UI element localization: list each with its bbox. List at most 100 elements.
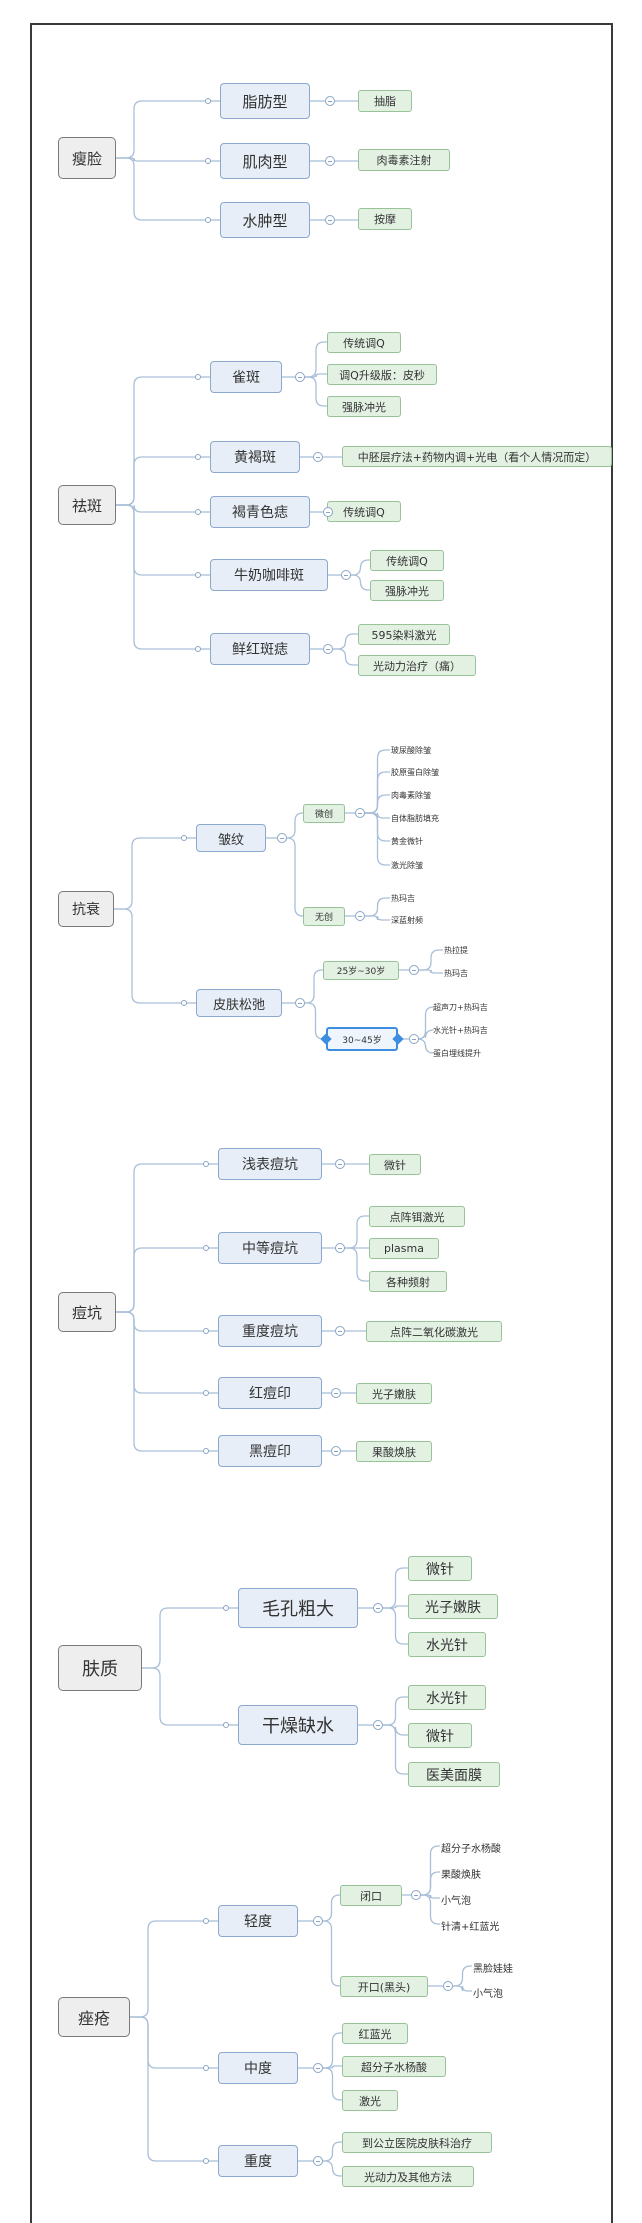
leaf-collagen-wrinkle[interactable]: 胶原蛋白除皱 bbox=[391, 768, 439, 777]
leaf-gold-microneedle[interactable]: 黄金微针 bbox=[391, 837, 423, 846]
branch-node-cafe-au-lait[interactable]: 牛奶咖啡斑 bbox=[210, 559, 328, 591]
collapse-toggle[interactable] bbox=[277, 833, 287, 843]
leaf-ipl-2[interactable]: 强脉冲光 bbox=[370, 580, 444, 601]
branch-node-mild[interactable]: 轻度 bbox=[218, 1905, 298, 1937]
branch-node-dark-marks[interactable]: 黑痘印 bbox=[218, 1435, 322, 1467]
branch-node-medium-scars[interactable]: 中等痘坑 bbox=[218, 1232, 322, 1264]
leaf-pdt-other[interactable]: 光动力及其他方法 bbox=[342, 2166, 474, 2187]
leaf-rf-various[interactable]: 各种频射 bbox=[369, 1271, 447, 1292]
leaf-thermage-2[interactable]: 热玛吉 bbox=[444, 969, 468, 978]
leaf-hydro-injection-2[interactable]: 水光针 bbox=[408, 1685, 486, 1710]
branch-node-dry-skin[interactable]: 干燥缺水 bbox=[238, 1705, 358, 1745]
branch-node-chloasma[interactable]: 黄褐斑 bbox=[210, 441, 300, 473]
leaf-plasma[interactable]: plasma bbox=[369, 1238, 439, 1259]
group-age-25-30[interactable]: 25岁~30岁 bbox=[323, 961, 399, 980]
leaf-picosecond[interactable]: 调Q升级版：皮秒 bbox=[327, 364, 437, 385]
collapse-toggle[interactable] bbox=[325, 96, 335, 106]
leaf-public-hospital[interactable]: 到公立医院皮肤科治疗 bbox=[342, 2132, 492, 2153]
collapse-toggle[interactable] bbox=[409, 1034, 419, 1044]
branch-node-freckles[interactable]: 雀斑 bbox=[210, 361, 282, 393]
group-minimally-invasive[interactable]: 微创 bbox=[303, 804, 345, 823]
leaf-photorejuvenation[interactable]: 光子嫩肤 bbox=[356, 1383, 432, 1404]
collapse-toggle[interactable] bbox=[313, 2063, 323, 2073]
leaf-salicylic-acid-2[interactable]: 超分子水杨酸 bbox=[342, 2056, 446, 2077]
collapse-toggle[interactable] bbox=[331, 1388, 341, 1398]
branch-node-shallow-scars[interactable]: 浅表痘坑 bbox=[218, 1148, 322, 1180]
leaf-hifu-thermage[interactable]: 超声刀+热玛吉 bbox=[433, 1003, 488, 1012]
root-node-skin-quality[interactable]: 肤质 bbox=[58, 1645, 142, 1691]
leaf-traditional-q-switch[interactable]: 传统调Q bbox=[327, 332, 401, 353]
leaf-fruit-acid-peel[interactable]: 果酸焕肤 bbox=[441, 1870, 481, 1881]
collapse-toggle[interactable] bbox=[325, 215, 335, 225]
group-closed-comedo[interactable]: 闭口 bbox=[340, 1885, 402, 1906]
group-open-comedo[interactable]: 开口(黑头) bbox=[340, 1976, 428, 1997]
leaf-ipl[interactable]: 强脉冲光 bbox=[327, 396, 401, 417]
root-node-acne[interactable]: 痤疮 bbox=[58, 1997, 130, 2037]
branch-node-hori-nevus[interactable]: 褐青色痣 bbox=[210, 496, 310, 528]
collapse-toggle[interactable] bbox=[409, 965, 419, 975]
leaf-microneedle[interactable]: 微针 bbox=[369, 1154, 421, 1175]
leaf-chemical-peel[interactable]: 果酸焕肤 bbox=[356, 1441, 432, 1462]
branch-node-port-wine-stain[interactable]: 鲜红斑痣 bbox=[210, 633, 310, 665]
leaf-deep-blue-rf[interactable]: 深蓝射频 bbox=[391, 916, 423, 925]
branch-node-skin-laxity[interactable]: 皮肤松弛 bbox=[196, 989, 282, 1017]
branch-node-red-marks[interactable]: 红痘印 bbox=[218, 1377, 322, 1409]
leaf-595-dye-laser[interactable]: 595染料激光 bbox=[358, 624, 450, 645]
collapse-toggle[interactable] bbox=[313, 1916, 323, 1926]
collapse-toggle[interactable] bbox=[313, 452, 323, 462]
root-node-slim-face[interactable]: 瘦脸 bbox=[58, 137, 116, 179]
leaf-hydrafacial[interactable]: 小气泡 bbox=[441, 1896, 471, 1907]
branch-node-edema-type[interactable]: 水肿型 bbox=[220, 202, 310, 238]
leaf-mesotherapy-combo[interactable]: 中胚层疗法+药物内调+光电（看个人情况而定） bbox=[342, 446, 612, 467]
leaf-photodynamic[interactable]: 光动力治疗（痛） bbox=[358, 655, 476, 676]
collapse-toggle[interactable] bbox=[325, 156, 335, 166]
leaf-hydro-injection[interactable]: 水光针 bbox=[408, 1632, 486, 1657]
group-non-invasive[interactable]: 无创 bbox=[303, 907, 345, 926]
leaf-traditional-q-switch-3[interactable]: 传统调Q bbox=[370, 550, 444, 571]
leaf-microneedle-2[interactable]: 微针 bbox=[408, 1556, 472, 1581]
leaf-extraction-redblue[interactable]: 针清+红蓝光 bbox=[441, 1922, 500, 1933]
group-age-30-45-selected[interactable]: 30~45岁 bbox=[326, 1027, 398, 1051]
leaf-hydro-thermage[interactable]: 水光针+热玛吉 bbox=[433, 1026, 488, 1035]
leaf-laser-wrinkle[interactable]: 激光除皱 bbox=[391, 861, 423, 870]
collapse-toggle[interactable] bbox=[411, 1890, 421, 1900]
collapse-toggle[interactable] bbox=[373, 1603, 383, 1613]
leaf-medical-mask[interactable]: 医美面膜 bbox=[408, 1762, 500, 1787]
collapse-toggle[interactable] bbox=[341, 570, 351, 580]
leaf-traditional-q-switch-2[interactable]: 传统调Q bbox=[327, 501, 401, 522]
root-node-anti-aging[interactable]: 抗衰 bbox=[58, 891, 114, 927]
leaf-fat-grafting[interactable]: 自体脂肪填充 bbox=[391, 814, 439, 823]
leaf-carbon-peel[interactable]: 黑脸娃娃 bbox=[473, 1964, 513, 1975]
branch-node-severe[interactable]: 重度 bbox=[218, 2145, 298, 2177]
branch-node-severe-scars[interactable]: 重度痘坑 bbox=[218, 1315, 322, 1347]
leaf-salicylic-acid[interactable]: 超分子水杨酸 bbox=[441, 1844, 501, 1855]
leaf-botox-wrinkle[interactable]: 肉毒素除皱 bbox=[391, 791, 431, 800]
collapse-toggle[interactable] bbox=[313, 2156, 323, 2166]
collapse-toggle[interactable] bbox=[355, 808, 365, 818]
collapse-toggle[interactable] bbox=[355, 911, 365, 921]
leaf-hyaluronic-wrinkle[interactable]: 玻尿酸除皱 bbox=[391, 746, 431, 755]
leaf-botox-injection[interactable]: 肉毒素注射 bbox=[358, 149, 450, 171]
collapse-toggle[interactable] bbox=[335, 1243, 345, 1253]
branch-node-fat-type[interactable]: 脂肪型 bbox=[220, 83, 310, 119]
leaf-photorejuvenation-2[interactable]: 光子嫩肤 bbox=[408, 1594, 498, 1619]
leaf-massage[interactable]: 按摩 bbox=[358, 208, 412, 230]
collapse-toggle[interactable] bbox=[331, 1446, 341, 1456]
collapse-toggle[interactable] bbox=[323, 507, 333, 517]
collapse-toggle[interactable] bbox=[295, 998, 305, 1008]
collapse-toggle[interactable] bbox=[295, 372, 305, 382]
leaf-hydrafacial-2[interactable]: 小气泡 bbox=[473, 1989, 503, 2000]
collapse-toggle[interactable] bbox=[335, 1326, 345, 1336]
branch-node-moderate[interactable]: 中度 bbox=[218, 2052, 298, 2084]
leaf-fractional-co2[interactable]: 点阵二氧化碳激光 bbox=[366, 1321, 502, 1342]
root-node-spot-removal[interactable]: 祛斑 bbox=[58, 485, 116, 525]
branch-node-muscle-type[interactable]: 肌肉型 bbox=[220, 143, 310, 179]
leaf-red-blue-light[interactable]: 红蓝光 bbox=[342, 2023, 408, 2044]
collapse-toggle[interactable] bbox=[443, 1981, 453, 1991]
branch-node-wrinkles[interactable]: 皱纹 bbox=[196, 824, 266, 852]
collapse-toggle[interactable] bbox=[335, 1159, 345, 1169]
branch-node-large-pores[interactable]: 毛孔粗大 bbox=[238, 1588, 358, 1628]
collapse-toggle[interactable] bbox=[373, 1720, 383, 1730]
leaf-laser[interactable]: 激光 bbox=[342, 2090, 398, 2111]
leaf-thermalift[interactable]: 热拉提 bbox=[444, 946, 468, 955]
